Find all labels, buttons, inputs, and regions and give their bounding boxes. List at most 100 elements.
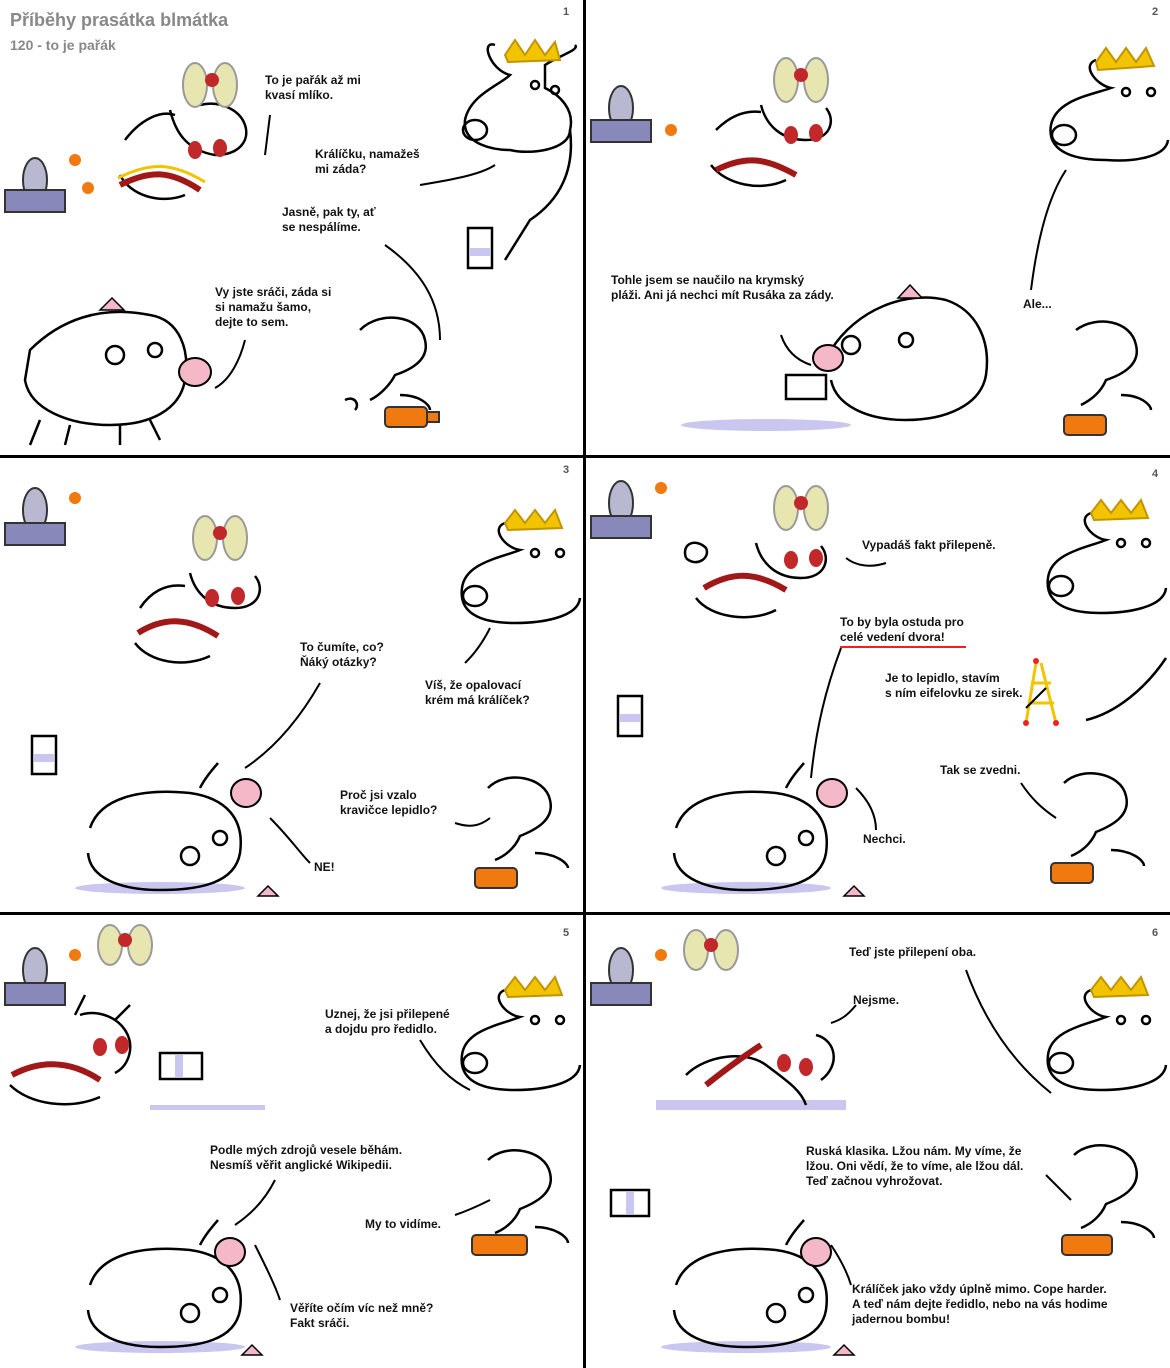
hammer-sickle-icon bbox=[118, 933, 132, 947]
radio-device-icon bbox=[4, 947, 81, 1006]
hammer-sickle-icon bbox=[205, 73, 219, 87]
speech-text: Jasně, pak ty, ať se nespálíme. bbox=[282, 205, 376, 234]
rabbit-ear-right bbox=[127, 924, 153, 966]
rabbit-eye-left bbox=[784, 126, 798, 144]
comic-panel-2: 2 Tohle jsem se naučilo na krymský pláži… bbox=[586, 0, 1170, 455]
cow-figure bbox=[461, 43, 578, 261]
radio-device-icon bbox=[590, 480, 667, 539]
comic-panel-3: 3 To čumíte, co? Ňáký otázky? Víš, že op… bbox=[0, 458, 583, 912]
dog-figure bbox=[344, 316, 432, 411]
speech-text: Ale... bbox=[1023, 297, 1052, 311]
milk-puddle bbox=[681, 419, 851, 431]
speech-text: My to vidíme. bbox=[365, 1217, 442, 1231]
pig-snout bbox=[230, 778, 262, 808]
radio-device-icon bbox=[590, 85, 677, 143]
rabbit-ear-left bbox=[182, 62, 208, 108]
red-stripe-decor bbox=[136, 618, 220, 639]
panel-3-artwork bbox=[4, 487, 582, 897]
milk-puddle bbox=[661, 882, 831, 894]
comic-panel-1: 1 Příběhy prasátka blmátka 120 - to je p… bbox=[0, 0, 583, 455]
rabbit-ear-left bbox=[683, 929, 709, 971]
rabbit-figure bbox=[134, 572, 261, 664]
bottle-icon bbox=[384, 406, 428, 428]
bottle-icon bbox=[1050, 862, 1094, 884]
rabbit-eye-right bbox=[231, 587, 245, 605]
speech-text: Je to lepidlo, stavím s ním eifelovku ze… bbox=[885, 671, 1023, 700]
pig-snout bbox=[812, 344, 844, 372]
pig-snout bbox=[214, 1237, 246, 1267]
red-stripe-decor bbox=[714, 157, 798, 178]
hammer-sickle-icon bbox=[704, 938, 718, 952]
bottle-icon bbox=[471, 1234, 528, 1256]
crown-icon bbox=[1089, 974, 1150, 999]
comic-panel-4: 4 Vypadáš fakt přilepeně. To by byla ost… bbox=[586, 458, 1170, 912]
dog-figure bbox=[487, 776, 570, 869]
speech-text: To čumíte, co? Ňáký otázky? bbox=[300, 640, 384, 669]
crown-icon bbox=[1089, 497, 1150, 522]
pig-figure bbox=[829, 296, 989, 422]
speech-tails bbox=[244, 627, 491, 864]
matchstick-tower-icon bbox=[1023, 658, 1059, 726]
rabbit-ear-right bbox=[803, 57, 829, 103]
cow-figure bbox=[1046, 511, 1168, 722]
pig-hat-icon bbox=[240, 1343, 264, 1356]
speech-text: Teď jste přilepení oba. bbox=[849, 945, 977, 959]
rabbit-figure bbox=[118, 102, 248, 201]
hammer-sickle-icon bbox=[794, 68, 808, 82]
speech-text: Nechci. bbox=[863, 832, 906, 846]
crown-icon bbox=[503, 974, 564, 999]
pig-snout bbox=[816, 778, 848, 808]
rabbit-ear-left bbox=[773, 57, 799, 103]
pig-hat-icon bbox=[98, 296, 126, 311]
panel-1-artwork bbox=[4, 38, 578, 446]
dog-figure bbox=[487, 1149, 570, 1244]
pig-snout bbox=[178, 357, 212, 387]
speech-tails bbox=[780, 169, 1067, 366]
crown-icon bbox=[503, 507, 564, 532]
speech-text: Proč jsi vzalo kravičce lepidlo? bbox=[340, 788, 438, 817]
pig-hat-icon bbox=[896, 283, 924, 299]
speech-text: Tohle jsem se naučilo na krymský pláži. … bbox=[611, 273, 834, 302]
milk-carton-icon bbox=[784, 373, 828, 401]
panel-5-artwork bbox=[4, 924, 582, 1356]
bottle-icon bbox=[1063, 414, 1107, 436]
rabbit-figure bbox=[710, 104, 832, 188]
cat-eye-right bbox=[799, 1058, 813, 1076]
dog-figure bbox=[1063, 772, 1146, 867]
panel-number: 5 bbox=[563, 927, 570, 939]
text-underline bbox=[840, 646, 966, 648]
speech-tails bbox=[830, 969, 1072, 1286]
pig-figure bbox=[672, 1219, 829, 1349]
speech-tails bbox=[214, 114, 496, 389]
speech-text: Tak se zvedni. bbox=[940, 763, 1021, 777]
panel-number: 6 bbox=[1152, 927, 1159, 939]
comic-subtitle: 120 - to je pařák bbox=[10, 37, 116, 53]
rabbit-eye-left bbox=[784, 551, 798, 569]
bottle-icon bbox=[1061, 1234, 1113, 1256]
milk-puddle bbox=[656, 1100, 846, 1110]
hammer-sickle-icon bbox=[794, 496, 808, 510]
speech-text: Víš, že opalovací krém má králíček? bbox=[425, 678, 530, 707]
speech-text: NE! bbox=[314, 860, 335, 874]
comic-title: Příběhy prasátka blmátka bbox=[10, 10, 229, 30]
rabbit-ear-right bbox=[803, 485, 829, 531]
rabbit-ear-right bbox=[222, 515, 248, 561]
rabbit-ear-left bbox=[192, 515, 218, 561]
rabbit-eye-left bbox=[205, 589, 219, 607]
radio-device-icon bbox=[590, 947, 667, 1006]
cow-figure bbox=[460, 521, 582, 625]
comic-panel-5: 5 Uznej, že jsi přilepené a dojdu pro ře… bbox=[0, 915, 583, 1368]
rabbit-eye-right bbox=[809, 549, 823, 567]
dog-figure bbox=[1075, 320, 1153, 411]
panel-number: 2 bbox=[1152, 6, 1159, 18]
pig-figure bbox=[86, 762, 243, 892]
radio-device-icon bbox=[4, 154, 94, 213]
pig-snout bbox=[800, 1237, 832, 1267]
rabbit-ear-left bbox=[773, 485, 799, 531]
panel-number: 1 bbox=[563, 6, 570, 18]
speech-text: Ruská klasika. Lžou nám. My víme, že lžo… bbox=[806, 1144, 1024, 1188]
cat-eye-left bbox=[93, 1038, 107, 1056]
panel-divider-vertical bbox=[583, 0, 586, 1368]
speech-text: Uznej, že jsi přilepené a dojdu pro ředi… bbox=[325, 1007, 450, 1036]
cat-eye-right bbox=[115, 1036, 129, 1054]
